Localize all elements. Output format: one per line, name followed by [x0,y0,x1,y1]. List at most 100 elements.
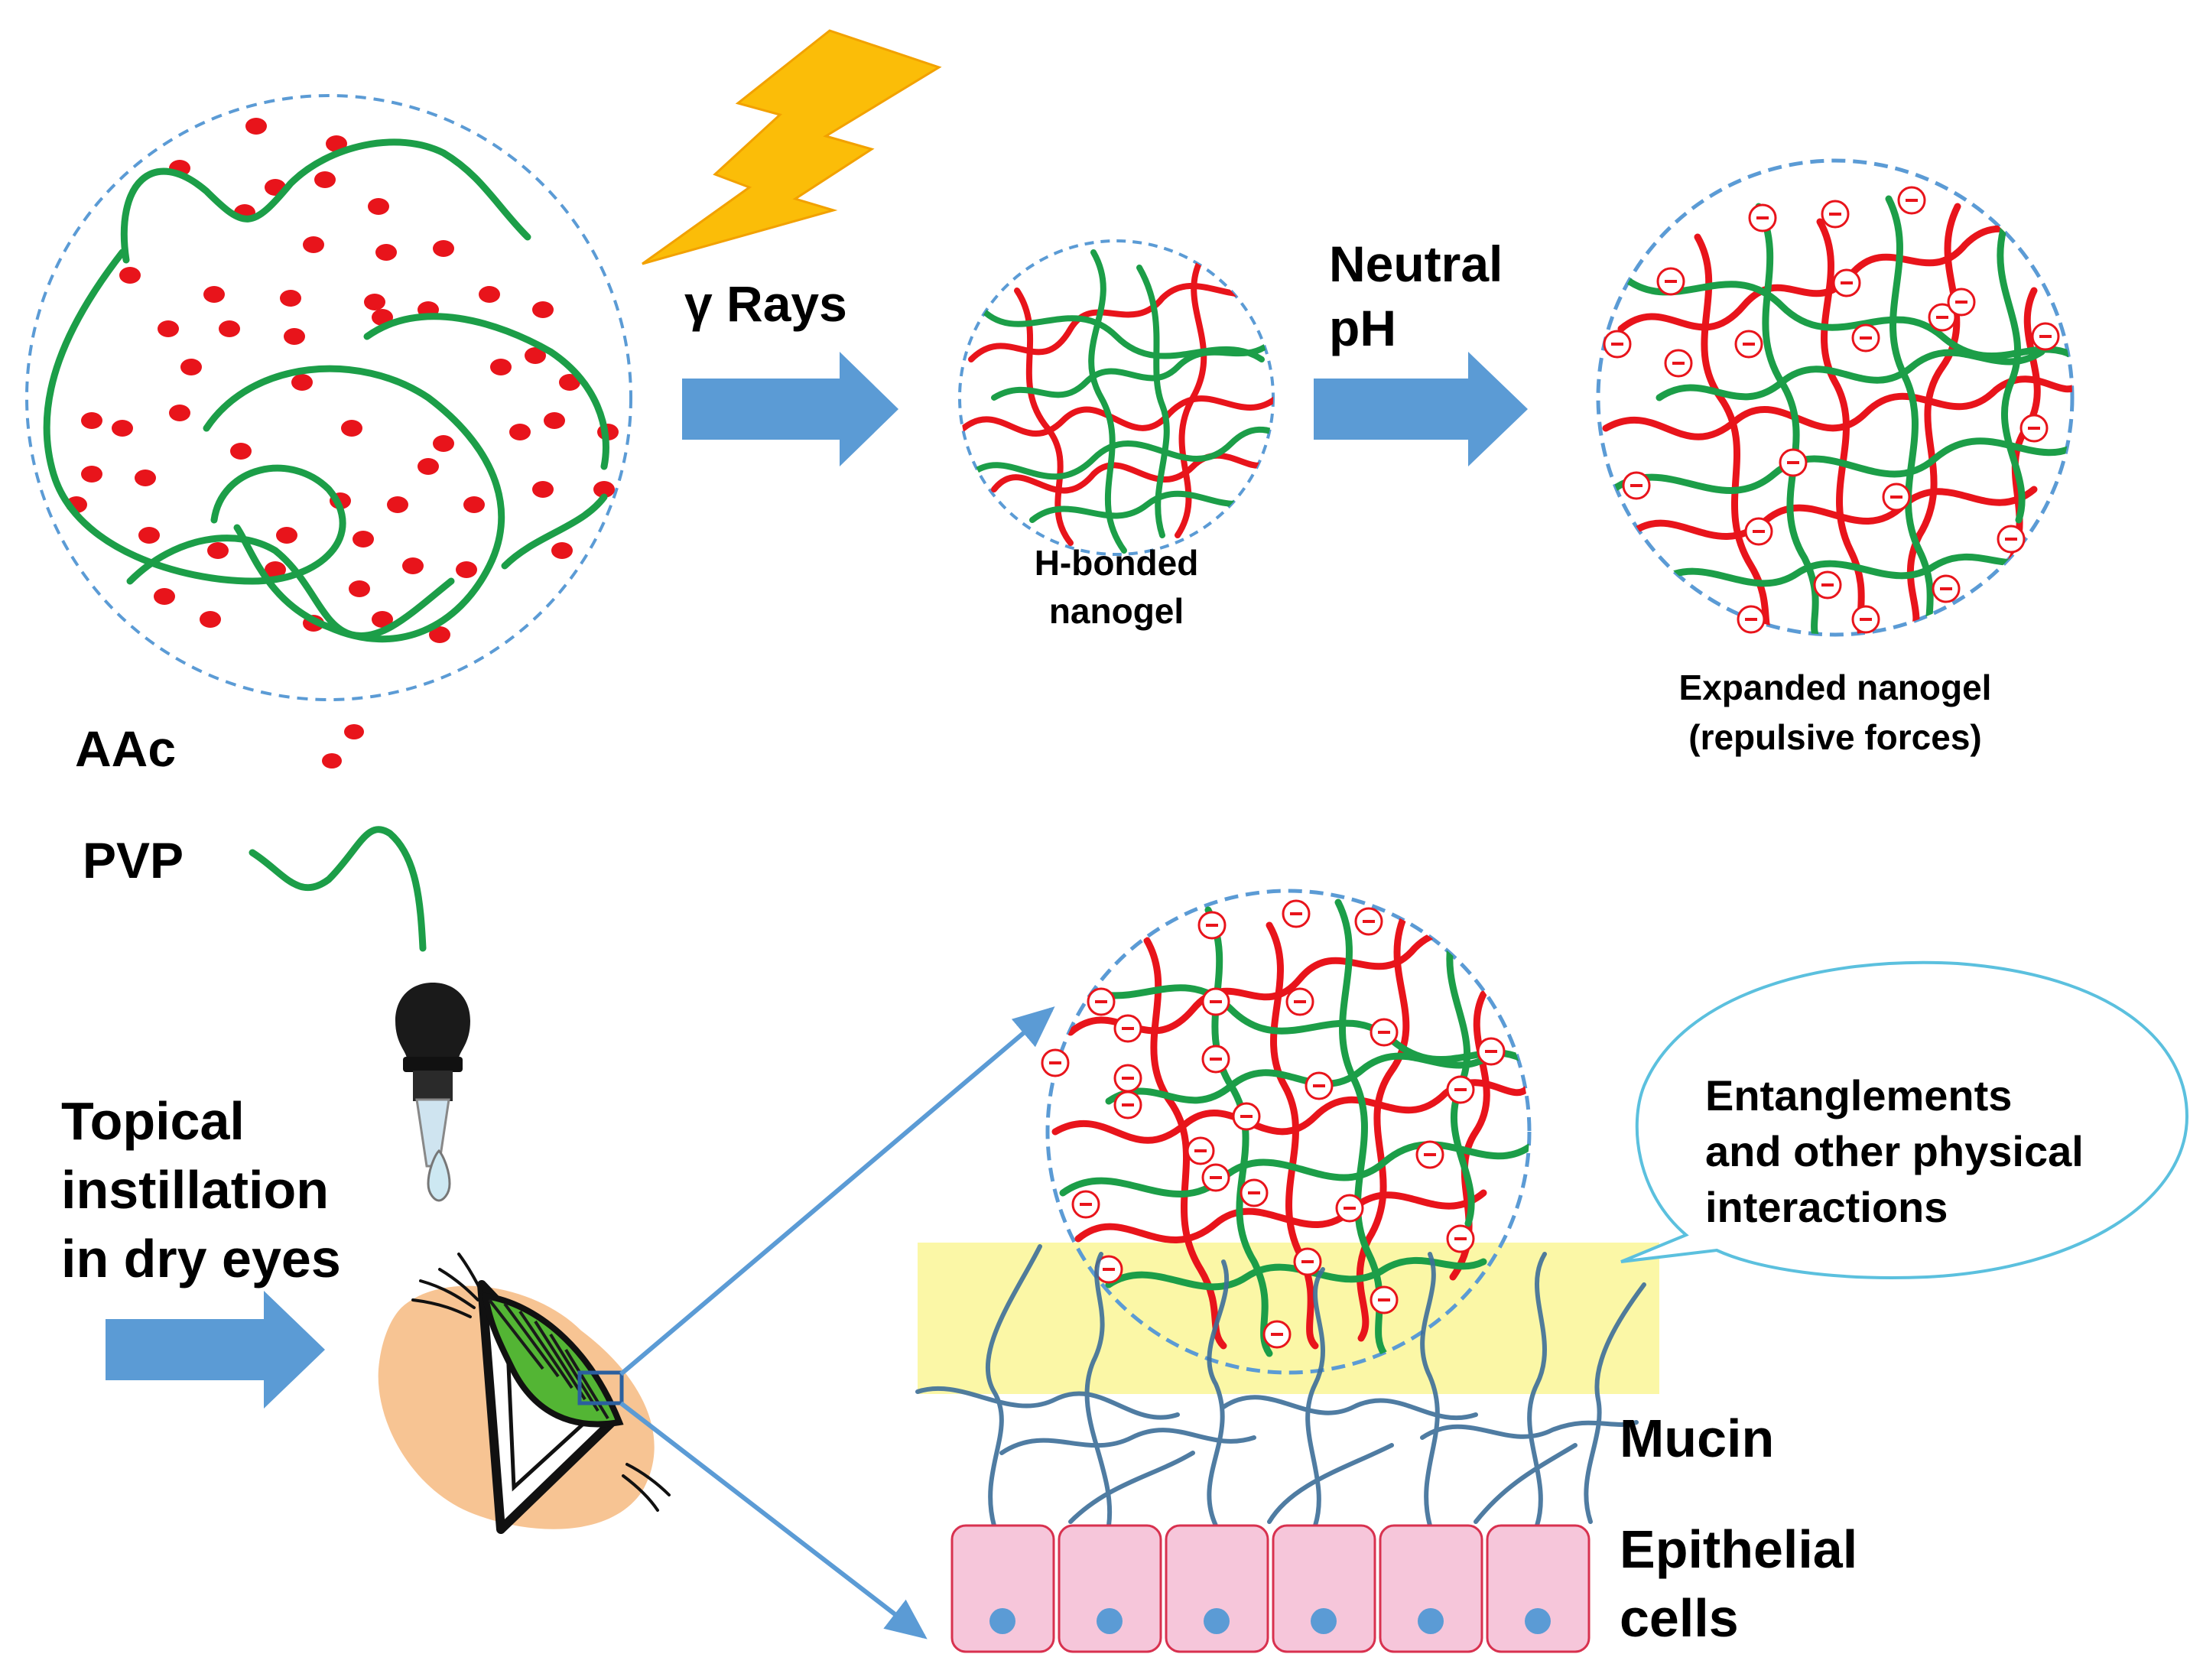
aac-dot [525,347,546,364]
negative-charge-icon [1656,267,1685,296]
negative-charge-icon [1446,1224,1475,1253]
expanded-negative-charges [1603,186,2060,634]
negative-charge-icon [1201,1163,1230,1192]
negative-charge-icon [1293,1247,1322,1276]
mucin-strands [915,1244,1646,1528]
zoom-arrow-top [619,1006,1055,1376]
aac-dot [284,328,305,345]
aac-dot [433,435,454,452]
cell-nucleus [1525,1608,1551,1634]
aac-dot [203,286,225,303]
aac-dot [219,320,240,337]
aac-dot [291,374,313,391]
negative-charge-icon [1947,288,1976,317]
negative-charge-icon [1240,1178,1269,1207]
negative-charge-icon [1335,1194,1364,1223]
epithelial-cell [1165,1524,1269,1653]
aac-dot [387,496,408,513]
epithelial-cells [950,1524,1591,1653]
neutral-ph-arrow [1314,352,1528,466]
ph-label: pH [1329,300,1396,356]
gamma-rays-label: γ Rays [684,275,847,332]
cell-nucleus [1204,1608,1230,1634]
negative-charge-icon [1737,605,1766,634]
negative-charge-icon [1446,1075,1475,1104]
negative-charge-icon [1232,1102,1261,1131]
aac-dot [418,458,439,475]
epithelial-cell [1272,1524,1376,1653]
negative-charge-icon [1734,330,1763,359]
negative-charge-icon [1851,605,1880,634]
epithelial-label-line1: Epithelial [1620,1519,1857,1579]
hbonded-nanogel [958,239,1275,556]
aac-dot [200,611,221,628]
negative-charge-icon [1071,1190,1100,1219]
lightning-bolt-icon [642,29,942,265]
aac-dot [593,481,615,498]
negative-charge-icon [1748,203,1777,232]
negative-charge-icon [1813,570,1842,600]
negative-charge-icon [1897,186,1926,215]
aac-dot [551,542,573,559]
negative-charge-icon [1285,987,1314,1016]
expanded-label-line2: (repulsive forces) [1688,717,1981,757]
neutral-label: Neutral [1329,236,1503,292]
aac-dot [135,470,156,486]
aac-dot [276,527,297,544]
negative-charge-icon [1928,303,1957,332]
negative-charge-icon [1477,1037,1506,1066]
aac-dot [138,527,160,544]
negative-charge-icon [1282,899,1311,928]
aac-dot [180,359,202,375]
hbonded-label-line1: H-bonded [1035,543,1199,583]
legend-pvp-line [249,826,427,952]
negative-charge-icon [1087,987,1116,1016]
expanded-chains [1602,195,2072,635]
aac-dot [245,118,267,135]
aac-dot [230,443,252,460]
negative-charge-icon [1197,911,1227,940]
negative-charge-icon [1113,1014,1142,1043]
aac-dot [265,561,286,578]
negative-charge-icon [1851,323,1880,353]
aac-dot [169,405,190,421]
cell-nucleus [989,1608,1015,1634]
negative-charge-icon [1821,200,1850,229]
aac-dot [463,496,485,513]
negative-charge-icon [1744,517,1773,546]
negative-charge-icon [1779,448,1808,477]
negative-charge-icon [1997,525,2026,554]
aac-dot [532,301,554,318]
negative-charge-icon [1832,268,1861,297]
negative-charge-icon [1415,1140,1444,1169]
bottom-circle-outline [1045,889,1532,1375]
legend-pvp-label: PVP [83,832,184,889]
eye-illustration [378,1253,671,1534]
zoom-arrow-bottom [619,1401,928,1639]
aac-dot [456,561,477,578]
aac-dot [81,412,102,429]
negative-charge-icon [1603,330,1632,359]
cell-nucleus [1097,1608,1123,1634]
negative-charge-icon [2019,414,2049,443]
aac-dot [119,267,141,284]
topical-label-line2: instillation [61,1160,329,1220]
zoom-box [577,1370,624,1405]
legend-aac-dot-2 [322,753,342,769]
aac-dot [81,466,102,483]
pvp-chains [43,138,609,643]
epithelial-label-line2: cells [1620,1588,1739,1648]
hbonded-chains [960,249,1273,554]
aac-dot [303,236,324,253]
monomer-mixture-circle [25,94,632,701]
expanded-nanogel [1596,158,2075,637]
negative-charge-icon [2031,322,2060,351]
negative-charge-icon [1370,1285,1399,1314]
hbonded-circle-outline [958,239,1275,556]
negative-charge-icon [1262,1320,1292,1349]
gamma-rays-arrow [682,352,898,466]
epithelial-cell [1379,1524,1483,1653]
aac-dot [509,424,531,440]
aac-dot [490,359,512,375]
negative-charge-icon [1186,1136,1215,1165]
